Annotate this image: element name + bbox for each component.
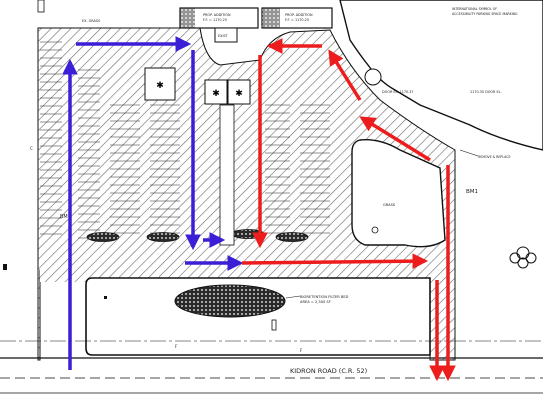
bioretention-label: BIORETENTION FILTER BED — [300, 295, 349, 299]
small-structure — [271, 319, 277, 331]
landscape-island — [146, 232, 180, 242]
existing-building — [339, 0, 543, 151]
drive-aisle — [40, 262, 435, 282]
planter-right — [227, 79, 251, 105]
door-el-2: 1170.35 DOOR EL. — [470, 90, 502, 94]
building-addition-right-hatch — [262, 8, 280, 28]
top-left-structure — [37, 0, 45, 13]
exist-box — [214, 27, 238, 43]
exit-arrow-diagonal-up — [359, 116, 431, 162]
f-mark-1: F — [175, 344, 178, 349]
road-name: KIDRON ROAD (C.R. 52) — [290, 367, 367, 375]
lower-grass-island — [85, 277, 431, 356]
utility-circle — [371, 226, 379, 234]
prop-addition-left-label: PROP. ADDITION — [203, 13, 231, 17]
landscape-island — [86, 232, 120, 242]
tree-symbol — [509, 246, 537, 269]
bm1-label: BM1 — [466, 189, 478, 195]
building-addition-left-hatch — [180, 8, 195, 28]
landscape-island — [275, 232, 309, 242]
f-mark-2: F — [300, 348, 303, 353]
remove-replace-note: REMOVE & REPLACE — [478, 155, 511, 159]
left-marker — [3, 264, 7, 270]
marker-square — [104, 296, 107, 299]
door-el-1: DOOR EL. 1170.37 — [382, 90, 414, 94]
star-icon: ✱ — [235, 89, 243, 99]
planter-mid — [204, 79, 228, 105]
building-entry-circle — [364, 68, 382, 86]
ff-right-label: F.F. = 1170.25 — [285, 18, 309, 22]
exit-route — [241, 38, 456, 382]
entry-route — [62, 36, 244, 370]
exit-arrow-ramp — [328, 49, 362, 101]
isa-note-1: INTERNATIONAL SYMBOL OF — [452, 7, 497, 11]
grass-label: GRASS — [383, 203, 396, 207]
ff-left-label: F.F. = 1170.25 — [203, 18, 227, 22]
center-walk — [219, 104, 235, 246]
prop-addition-right-label: PROP. ADDITION — [285, 13, 313, 17]
right-grass-area — [351, 139, 446, 248]
exist-label: EXIST — [218, 34, 229, 38]
bioretention-area: AREA = 2,300 SF — [300, 300, 331, 304]
star-icon: ✱ — [212, 89, 220, 99]
isa-note-2: ACCESSIBILITY PARKING SPACE MARKING — [452, 12, 518, 16]
remove-leader — [459, 149, 479, 157]
planter-left — [144, 67, 176, 101]
exit-arrow-lower-drive — [241, 253, 429, 270]
landscape-islands — [86, 229, 309, 242]
bm-left-label: BM — [60, 214, 68, 220]
ex-grass-label: EX. GRASS — [82, 19, 100, 23]
c-mark: C — [30, 146, 33, 151]
star-icon: ✱ — [156, 81, 164, 91]
bioretention-bed — [174, 284, 286, 318]
bio-leader — [285, 295, 301, 299]
